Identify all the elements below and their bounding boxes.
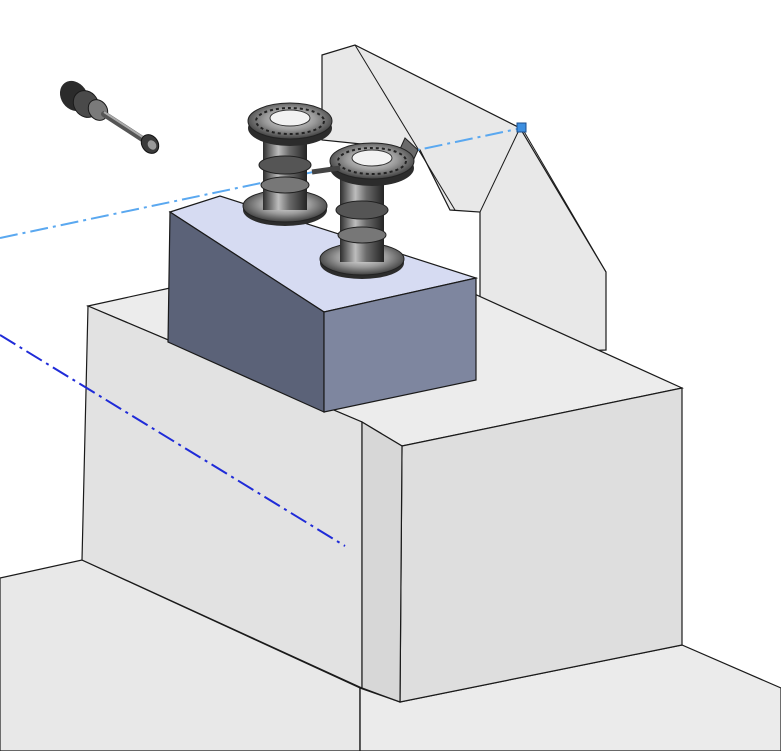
bearing-assembly-2[interactable]: [311, 137, 419, 279]
shaft-pin[interactable]: [54, 75, 162, 156]
sketch-endpoint-handle[interactable]: [516, 122, 527, 133]
bearing-assembly-1[interactable]: [242, 102, 333, 226]
centerline-dark[interactable]: [0, 334, 346, 547]
centerline-light[interactable]: [0, 122, 607, 273]
